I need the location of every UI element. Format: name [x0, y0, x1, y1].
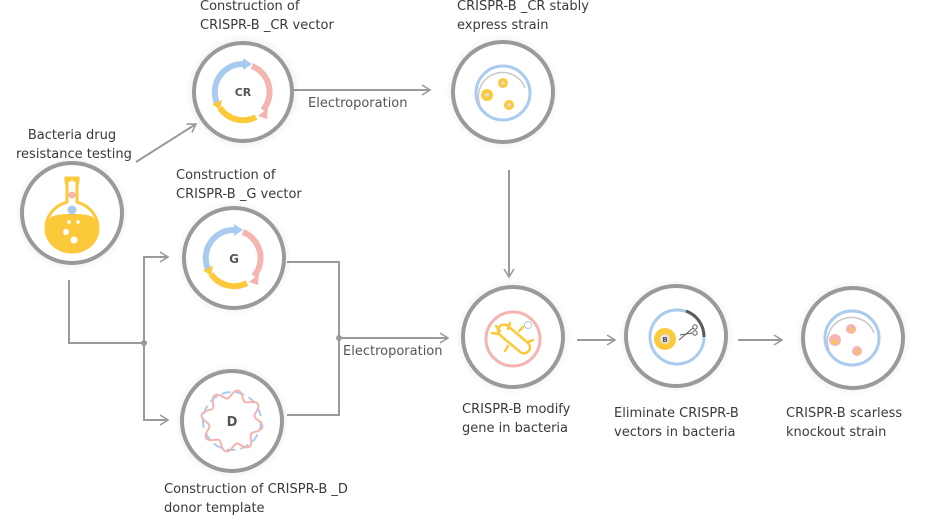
label-line: Construction of [176, 168, 276, 183]
label-line: CRISPR-B scarless [786, 406, 903, 421]
label-line: Construction of [200, 0, 300, 14]
label-g-vector: Construction of CRISPR-B _G vector [176, 166, 302, 204]
bacterium-icon [484, 310, 542, 368]
label-line: resistance testing [16, 147, 132, 162]
label-line: knockout strain [786, 425, 887, 440]
node-drug-test[interactable] [14, 155, 130, 271]
scissors-plasmid-icon: B [648, 308, 706, 366]
label-line: Construction of CRISPR-B _D [164, 482, 348, 497]
arrow-drug-to-cr [135, 123, 198, 163]
label-line: Bacteria drug [27, 128, 117, 143]
label-cr-strain: CRISPR-B _CR stably express strain [457, 0, 589, 35]
label-line: CRISPR-B _CR vector [200, 18, 334, 33]
label-line: donor template [164, 501, 265, 516]
dna-ring-icon [200, 389, 264, 453]
petri-dish-icon [474, 64, 532, 122]
line-drug-to-branch [68, 280, 144, 344]
plasmid-cycle-icon [202, 224, 264, 290]
edge-label-electroporation-top: Electroporation [308, 96, 408, 111]
node-cr-vector[interactable]: CR [185, 34, 301, 150]
label-line: Eliminate CRISPR-B [614, 406, 739, 421]
scissors-icon [678, 324, 698, 341]
line-g-to-merge [287, 261, 340, 416]
label-line: express strain [457, 18, 549, 33]
node-icon-text: D [227, 415, 238, 430]
label-line: gene in bacteria [462, 421, 568, 436]
node-ring [180, 369, 284, 473]
label-line: CRISPR-B modify [462, 402, 571, 417]
label-line: CRISPR-B _G vector [176, 187, 302, 202]
node-ring [182, 206, 286, 310]
node-cr-strain[interactable] [445, 34, 561, 150]
node-eliminate[interactable]: B [618, 278, 734, 394]
arrow-branch-to-d [143, 343, 170, 426]
label-d-template: Construction of CRISPR-B _D donor templa… [164, 480, 348, 518]
petri-dish-icon [823, 309, 881, 367]
node-icon-text: B [662, 336, 667, 344]
merge-dot [336, 335, 342, 341]
label-drug-test: Bacteria drug resistance testing [16, 126, 132, 164]
label-knockout: CRISPR-B scarless knockout strain [786, 404, 902, 442]
label-eliminate: Eliminate CRISPR-B vectors in bacteria [614, 404, 739, 442]
node-modify[interactable] [455, 279, 571, 395]
node-knockout[interactable] [795, 280, 911, 396]
plasmid-cycle-icon [211, 58, 273, 124]
label-cr-vector: Construction of CRISPR-B _CR vector [200, 0, 334, 35]
node-ring [624, 284, 728, 388]
flask-icon [44, 176, 100, 254]
arrow-branch-to-g [143, 251, 170, 343]
node-ring [192, 41, 294, 143]
node-icon-text: G [229, 252, 239, 266]
edge-label-electroporation-mid: Electroporation [343, 344, 443, 359]
dna-strand [200, 389, 264, 453]
label-line: vectors in bacteria [614, 425, 736, 440]
branch-dot [141, 340, 147, 346]
node-g-vector[interactable]: G [176, 200, 292, 316]
label-modify: CRISPR-B modify gene in bacteria [462, 400, 570, 438]
node-d-template[interactable]: D [174, 363, 290, 479]
node-icon-text: CR [235, 86, 252, 99]
label-line: CRISPR-B _CR stably [457, 0, 589, 14]
node-ring [461, 285, 565, 389]
